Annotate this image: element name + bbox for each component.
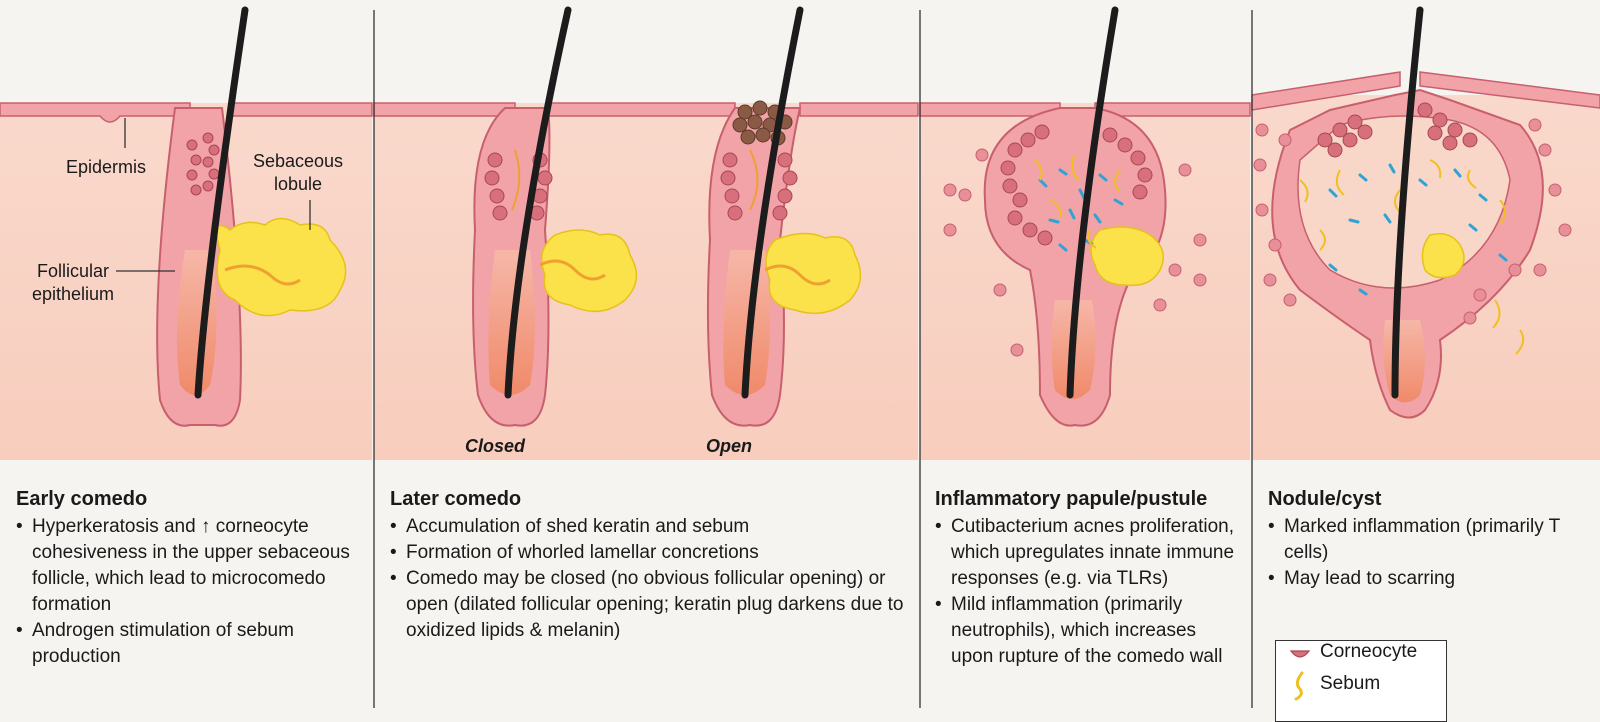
bullet-item: Cutibacterium acnes proliferation, which… <box>935 514 1240 592</box>
panel-nodule-cyst-text: Nodule/cyst Marked inflammation (primari… <box>1268 486 1588 592</box>
bullet-item: Hyperkeratosis and ↑ corneocyte cohesive… <box>16 514 361 618</box>
panel-title: Later comedo <box>390 488 522 510</box>
bullet-item: Comedo may be closed (no obvious follicu… <box>390 566 910 644</box>
bullet-item: Accumulation of shed keratin and sebum <box>390 514 910 540</box>
follicle-early-comedo <box>156 6 347 427</box>
bullet-item: Mild inflammation (primarily neutrophils… <box>935 592 1240 670</box>
label-leader-lines <box>116 118 311 272</box>
label-open: Open <box>706 436 753 456</box>
legend: Corneocyte Sebum <box>1275 640 1447 722</box>
legend-label-sebum: Sebum <box>1320 673 1381 694</box>
follicle-inflammatory-papule <box>943 6 1207 427</box>
epidermis-band <box>0 71 1600 123</box>
bullet-item: Marked inflammation (primarily T cells) <box>1268 514 1588 566</box>
follicle-closed-comedo <box>472 6 638 427</box>
follicle-open-comedo <box>706 6 862 427</box>
bullet-list: Hyperkeratosis and ↑ corneocyte cohesive… <box>16 514 361 670</box>
label-sebaceous-lobule: Sebaceous lobule <box>252 151 344 194</box>
follicle-nodule-cyst <box>1253 6 1572 419</box>
corneocyte-icon <box>1289 650 1311 658</box>
bullet-list: Accumulation of shed keratin and sebum F… <box>390 514 910 644</box>
bullet-item: May lead to scarring <box>1268 566 1588 592</box>
panel-later-comedo-text: Later comedo Accumulation of shed kerati… <box>390 486 910 644</box>
sebum-icon <box>1294 671 1304 701</box>
column-dividers <box>373 10 1253 708</box>
panel-title: Early comedo <box>16 488 148 510</box>
label-epidermis: Epidermis <box>66 157 147 177</box>
bullet-item: Androgen stimulation of sebum production <box>16 618 361 670</box>
bullet-list: Cutibacterium acnes proliferation, which… <box>935 514 1240 670</box>
panel-title: Inflammatory papule/pustule <box>935 488 1208 510</box>
label-follicular-epithelium: Follicular epithelium <box>31 261 115 304</box>
label-closed: Closed <box>465 436 526 456</box>
panel-early-comedo-text: Early comedo Hyperkeratosis and ↑ corneo… <box>16 486 361 670</box>
bullet-list: Marked inflammation (primarily T cells) … <box>1268 514 1588 592</box>
legend-label-corneocyte: Corneocyte <box>1320 641 1418 662</box>
panel-inflammatory-text: Inflammatory papule/pustule Cutibacteriu… <box>935 486 1240 670</box>
panel-title: Nodule/cyst <box>1268 488 1382 510</box>
bullet-item: Formation of whorled lamellar concretion… <box>390 540 910 566</box>
